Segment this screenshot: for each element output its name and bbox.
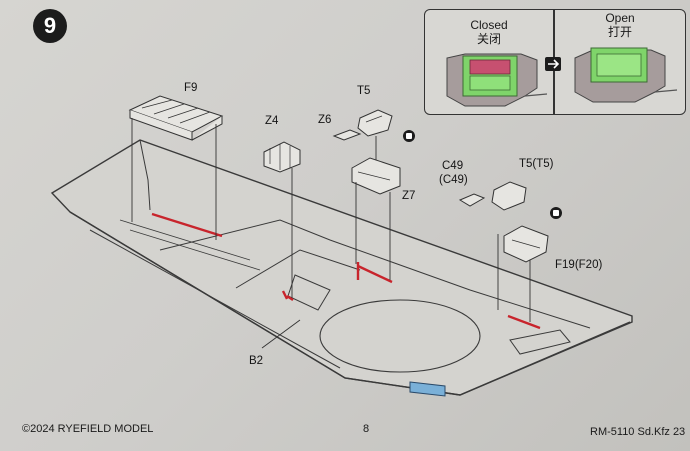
step-number-badge: 9 — [33, 9, 67, 43]
closed-hatch-drawing — [446, 53, 548, 107]
label-t5-alt: T5(T5) — [519, 158, 554, 170]
label-z4: Z4 — [265, 115, 279, 127]
label-z6: Z6 — [318, 114, 332, 126]
f19-leader-lines — [497, 234, 531, 322]
label-t5: T5 — [357, 85, 371, 97]
part-z6 — [332, 129, 362, 141]
f9-leader-lines — [131, 118, 217, 240]
open-hatch-drawing — [574, 47, 678, 103]
closed-open-illustration — [446, 47, 678, 107]
b2-leader-line — [261, 319, 301, 349]
label-c49-alt: (C49) — [439, 174, 468, 186]
part-z4 — [263, 141, 301, 173]
part-t5 — [357, 109, 393, 137]
glue-icon — [550, 207, 562, 219]
part-f19 — [503, 225, 549, 263]
glue-icon — [403, 130, 415, 142]
label-c49: C49 — [442, 160, 464, 172]
closed-open-inset: Closed 关闭 Open 打开 — [424, 9, 686, 115]
open-label: Open 打开 — [605, 11, 635, 39]
label-f19: F19(F20) — [555, 259, 603, 271]
part-z7 — [351, 157, 401, 195]
footer-model-code: RM-5110 Sd.Kfz 23 — [590, 426, 686, 438]
label-b2: B2 — [249, 355, 264, 367]
part-t5-right — [491, 181, 527, 211]
label-f9: F9 — [184, 82, 198, 94]
footer-copyright: ©2024 RYEFIELD MODEL — [22, 423, 154, 435]
part-f9 — [128, 95, 224, 141]
z7-leader-lines — [355, 182, 391, 280]
hull-b2 — [50, 139, 633, 397]
part-c49 — [458, 193, 486, 207]
glue-marks — [151, 212, 541, 330]
closed-label: Closed 关闭 — [470, 18, 508, 46]
footer-page-number: 8 — [363, 423, 370, 435]
label-z7: Z7 — [402, 190, 416, 202]
